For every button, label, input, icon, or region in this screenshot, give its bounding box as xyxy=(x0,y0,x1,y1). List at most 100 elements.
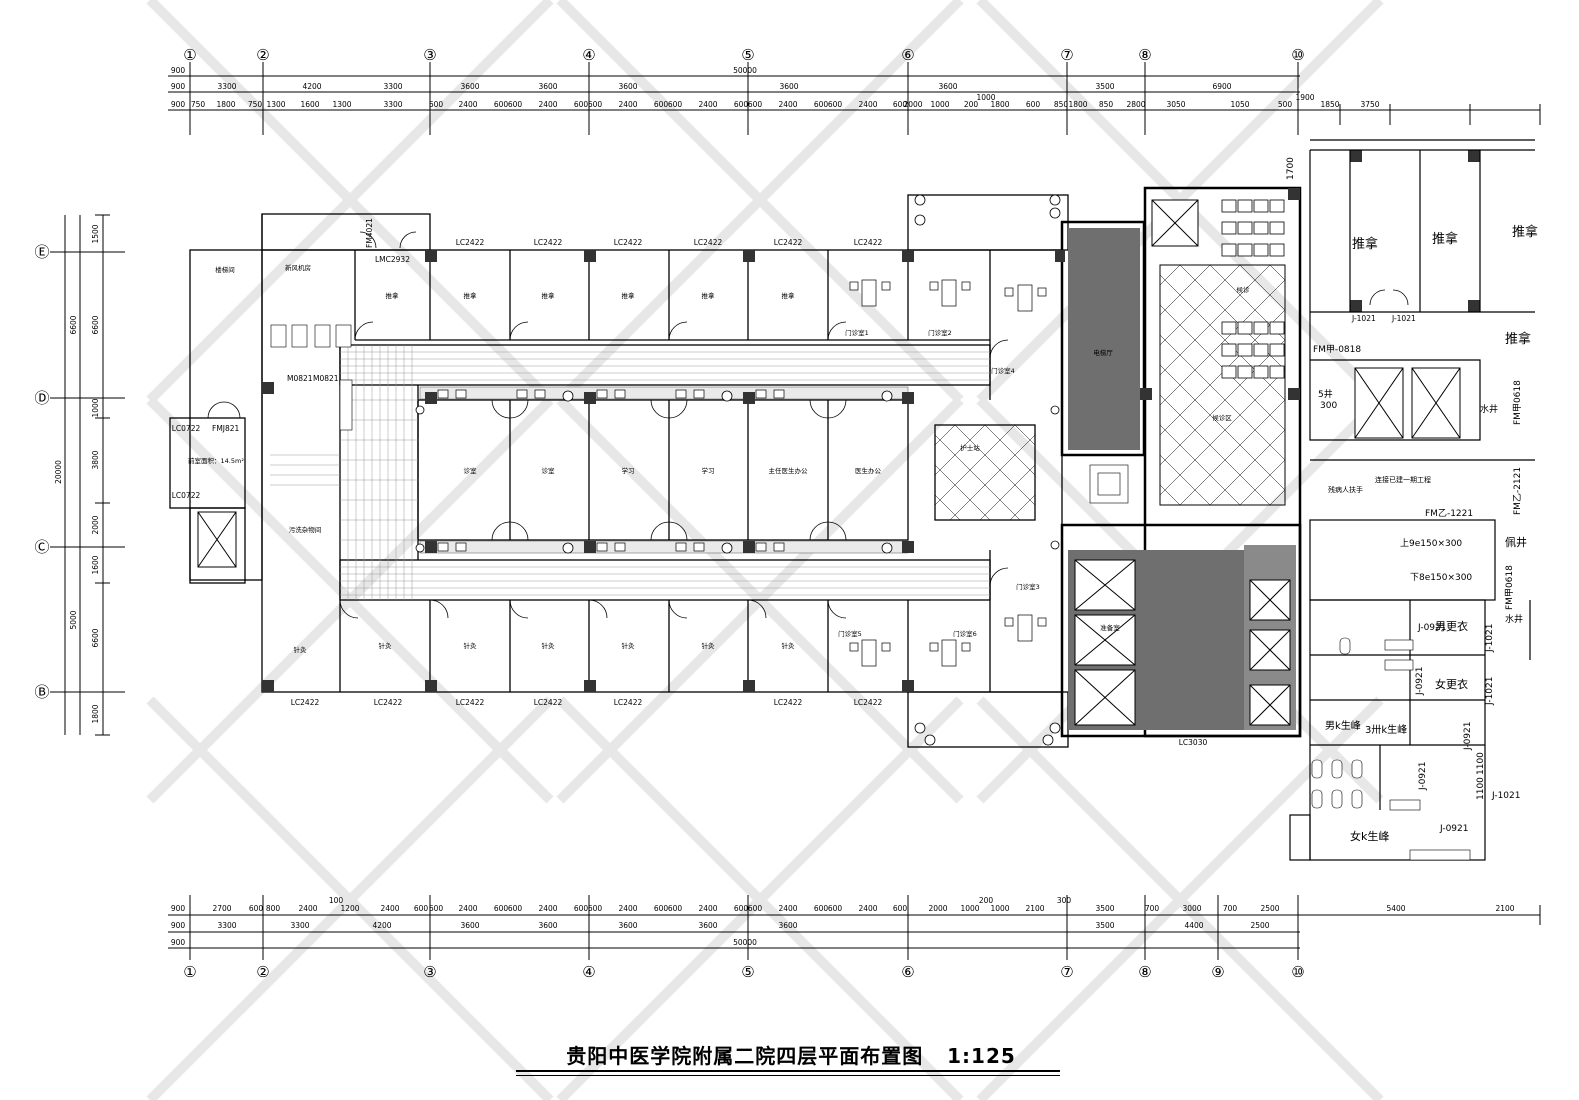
dim-label: 200 xyxy=(979,896,994,905)
room-label: 针灸 xyxy=(702,641,716,650)
dim-label: 1500 xyxy=(91,224,100,243)
door-label: J-0921 xyxy=(1417,623,1447,633)
door-label: J-0921 xyxy=(1439,824,1469,834)
dim-label: 600 xyxy=(654,100,669,109)
room-label: 楼梯间 xyxy=(215,265,235,274)
dim-label: 2400 xyxy=(698,100,717,109)
dim-label: 2000 xyxy=(91,515,100,534)
dim-label: 600 xyxy=(494,100,509,109)
dim-label: 600 xyxy=(588,100,603,109)
top-dimension-block xyxy=(168,62,1541,135)
door-label: J-0921 xyxy=(1463,722,1473,752)
door-label: FM乙-1221 xyxy=(1425,508,1473,519)
dim-label: 1000 xyxy=(990,904,1009,913)
bottom-axis-bubbles: ① ② ③ ④ ⑤ ⑥ ⑦ ⑧ ⑨ ⑩ xyxy=(183,963,1304,981)
annex-label: 下8e150×300 xyxy=(1410,573,1472,583)
dim-label: 1300 xyxy=(332,100,351,109)
dim-label: 1000 xyxy=(976,93,995,102)
room-label: 针灸 xyxy=(622,641,636,650)
dim-label: 600 xyxy=(893,100,908,109)
axis-bubble: ④ xyxy=(582,963,595,981)
dim-label: 2100 xyxy=(1495,904,1514,913)
dim-label: 6900 xyxy=(1212,82,1231,91)
dim-label: 3600 xyxy=(778,921,797,930)
small-room-labels: 推拿 推拿 推拿 推拿 推拿 推拿 诊室 诊室 学习 学习 主任医生办公 医生办… xyxy=(188,263,1250,654)
dim-label: 2400 xyxy=(858,904,877,913)
dim-label: 3600 xyxy=(460,82,479,91)
dim-label: 1100 xyxy=(1476,752,1486,775)
dim-label: 600 xyxy=(429,100,444,109)
dim-label: 2000 xyxy=(903,100,922,109)
title-underline xyxy=(516,1070,1060,1072)
dim-label: 1200 xyxy=(340,904,359,913)
room-label: 学习 xyxy=(702,466,715,475)
dim-label: 3500 xyxy=(1095,82,1114,91)
dim-label: 3600 xyxy=(938,82,957,91)
window-label: LC3030 xyxy=(1179,738,1208,747)
dim-label: 2000 xyxy=(928,904,947,913)
door-label: FM4021 xyxy=(365,218,374,248)
room-label: 电梯厅 xyxy=(1093,348,1113,357)
door-label: FMJ821 xyxy=(212,424,240,433)
window-label: LC2422 xyxy=(534,698,563,707)
dim-label: 3300 xyxy=(217,921,236,930)
dim-label: 2400 xyxy=(778,904,797,913)
axis-bubble: ⑩ xyxy=(1291,46,1304,64)
room-label: 水井 xyxy=(1505,613,1523,625)
dim-label: 1050 xyxy=(1230,100,1249,109)
drawing-title: 贵阳中医学院附属二院四层平面布置图 1:125 xyxy=(526,1040,1056,1069)
dim-label: 600 xyxy=(574,904,589,913)
dim-label: 600 xyxy=(654,904,669,913)
room-label: 针灸 xyxy=(294,645,308,654)
door-labels: FM4021 LMC2932 M0821 M0821 FMJ821 J-1021… xyxy=(212,218,1416,433)
axis-bubble: ⑥ xyxy=(901,46,914,64)
dim-label: 2400 xyxy=(618,904,637,913)
room-label: 门诊室2 xyxy=(928,328,952,337)
top-axis-bubbles: ① ② ③ ④ ⑤ ⑥ ⑦ ⑧ ⑩ xyxy=(183,46,1304,64)
dim-label: 3600 xyxy=(618,921,637,930)
window-label: LC2422 xyxy=(694,238,723,247)
window-label: LC0722 xyxy=(172,424,201,433)
door-label: M0821 xyxy=(313,374,339,383)
axis-bubble: Ⓓ xyxy=(34,389,49,407)
dim-label: 600 xyxy=(588,904,603,913)
dim-label: 2700 xyxy=(212,904,231,913)
dim-label: 600 xyxy=(828,904,843,913)
room-label: 门诊室3 xyxy=(1016,582,1040,591)
plant-pots xyxy=(415,194,1061,746)
axis-bubble: ⑨ xyxy=(1211,963,1224,981)
dim-label: 50000 xyxy=(733,66,757,75)
axis-bubble: ⑥ xyxy=(901,963,914,981)
dim-label: 1600 xyxy=(300,100,319,109)
window-labels: LC2422 LC2422 LC2422 LC2422 LC2422 LC242… xyxy=(172,238,1208,747)
dim-label: 20000 xyxy=(54,460,63,484)
room-label: 针灸 xyxy=(542,641,556,650)
dim-label: 600 xyxy=(814,100,829,109)
room-label: 水井 xyxy=(1480,403,1498,415)
dim-label: 1000 xyxy=(930,100,949,109)
dim-label: 850 xyxy=(1099,100,1114,109)
bottom-dim-text: 900 2700 600 800 2400 100 1200 2400 600 … xyxy=(171,896,1515,947)
door-label: J-1021 xyxy=(1491,791,1521,801)
dim-label: 1600 xyxy=(91,555,100,574)
room-label: 诊室 xyxy=(464,466,478,475)
annex-small-labels: FM甲-0818 5井 300 水井 FM甲0618 FM乙-2121 残病人扶… xyxy=(1286,157,1527,843)
room-label: 诊室 xyxy=(542,466,556,475)
room-label: 男更衣 xyxy=(1435,619,1468,633)
dim-label: 900 xyxy=(171,921,186,930)
dim-label: 600 xyxy=(508,904,523,913)
window-label: LC2422 xyxy=(291,698,320,707)
dim-label: 2400 xyxy=(380,904,399,913)
left-dimension-block xyxy=(50,214,125,736)
room-label: 准备室 xyxy=(1100,623,1120,632)
door-label: J-1021 xyxy=(1391,314,1416,323)
dim-label: 5000 xyxy=(69,610,78,629)
dim-label: 600 xyxy=(734,100,749,109)
axis-bubble: ⑩ xyxy=(1291,963,1304,981)
axis-bubble: ③ xyxy=(423,46,436,64)
annex-label: 上9e150×300 xyxy=(1400,538,1462,549)
room-label: 推拿 xyxy=(702,291,716,300)
room-label: 推拿 xyxy=(1352,236,1378,252)
dim-label: 2500 xyxy=(1250,921,1269,930)
dim-label: 3600 xyxy=(779,82,798,91)
